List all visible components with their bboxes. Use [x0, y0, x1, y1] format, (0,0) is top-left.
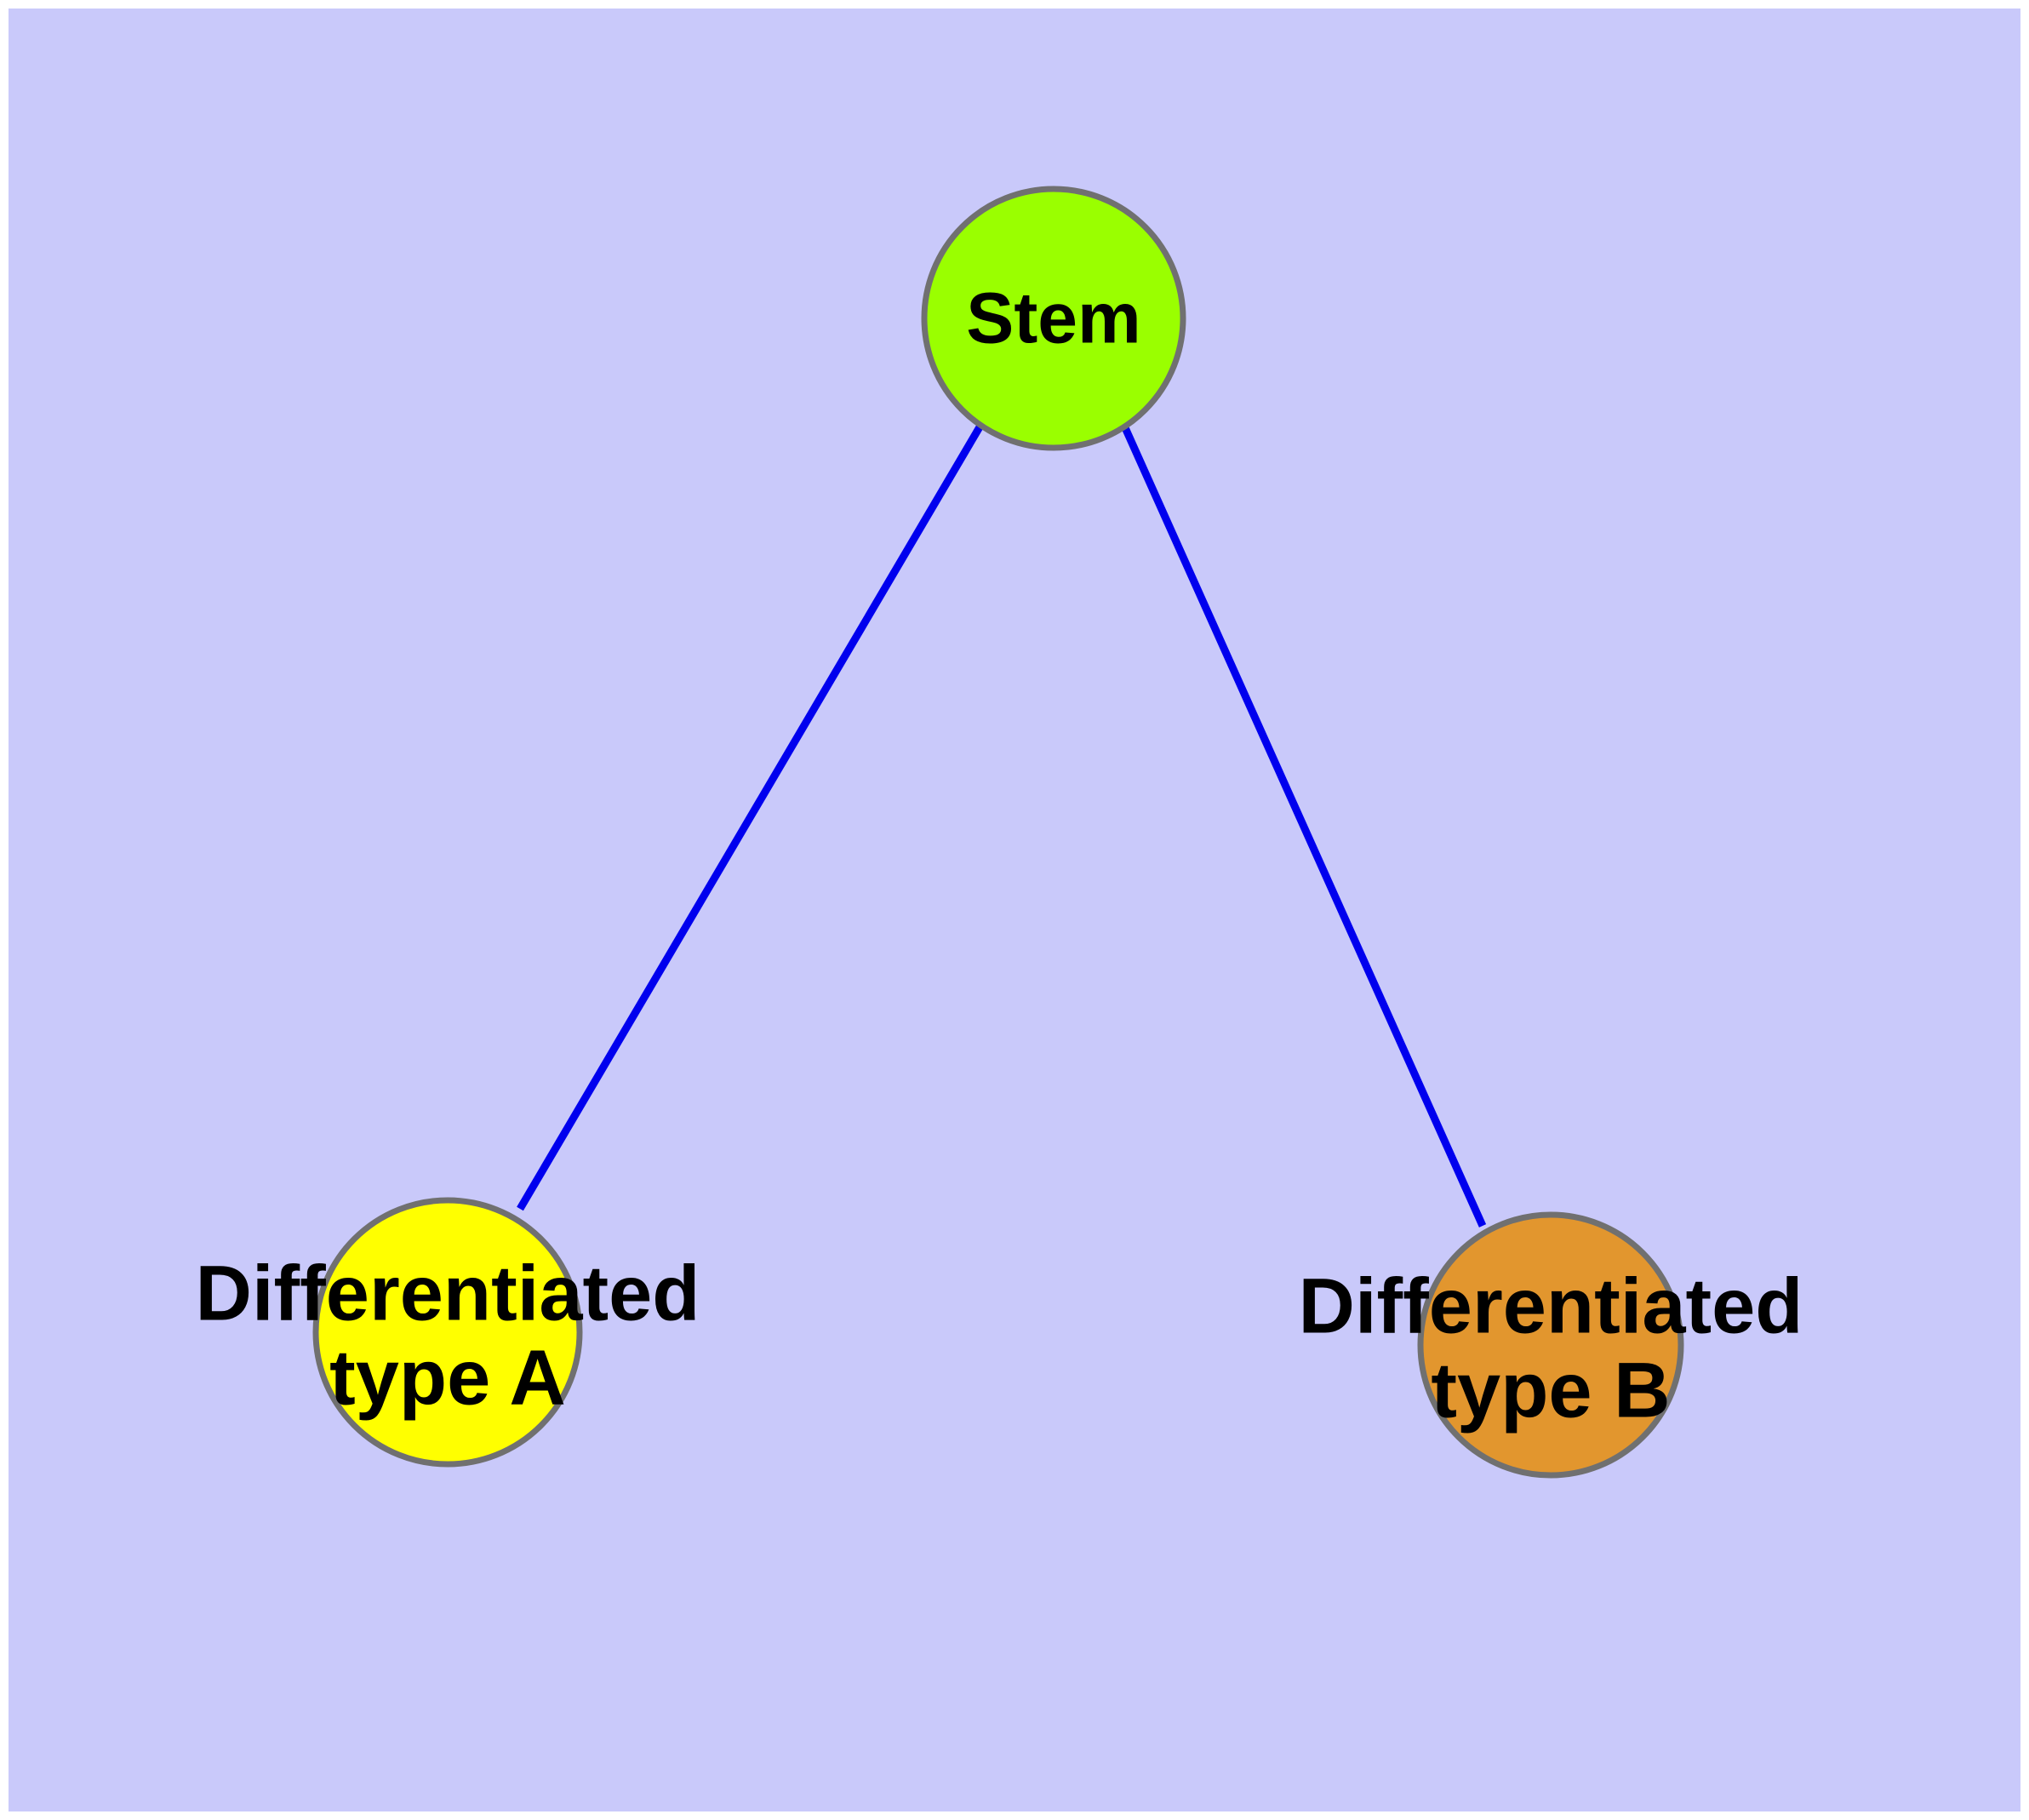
node-differentiated-type-b[interactable] — [1417, 1211, 1684, 1479]
edge-stem-to-differentiated-type-b[interactable] — [1119, 422, 1487, 1228]
edge-stem-to-differentiated-type-a[interactable] — [517, 423, 984, 1211]
node-group — [312, 186, 1684, 1479]
node-stem[interactable] — [921, 186, 1186, 451]
edge-group — [517, 422, 1487, 1228]
node-differentiated-type-a[interactable] — [312, 1197, 583, 1468]
